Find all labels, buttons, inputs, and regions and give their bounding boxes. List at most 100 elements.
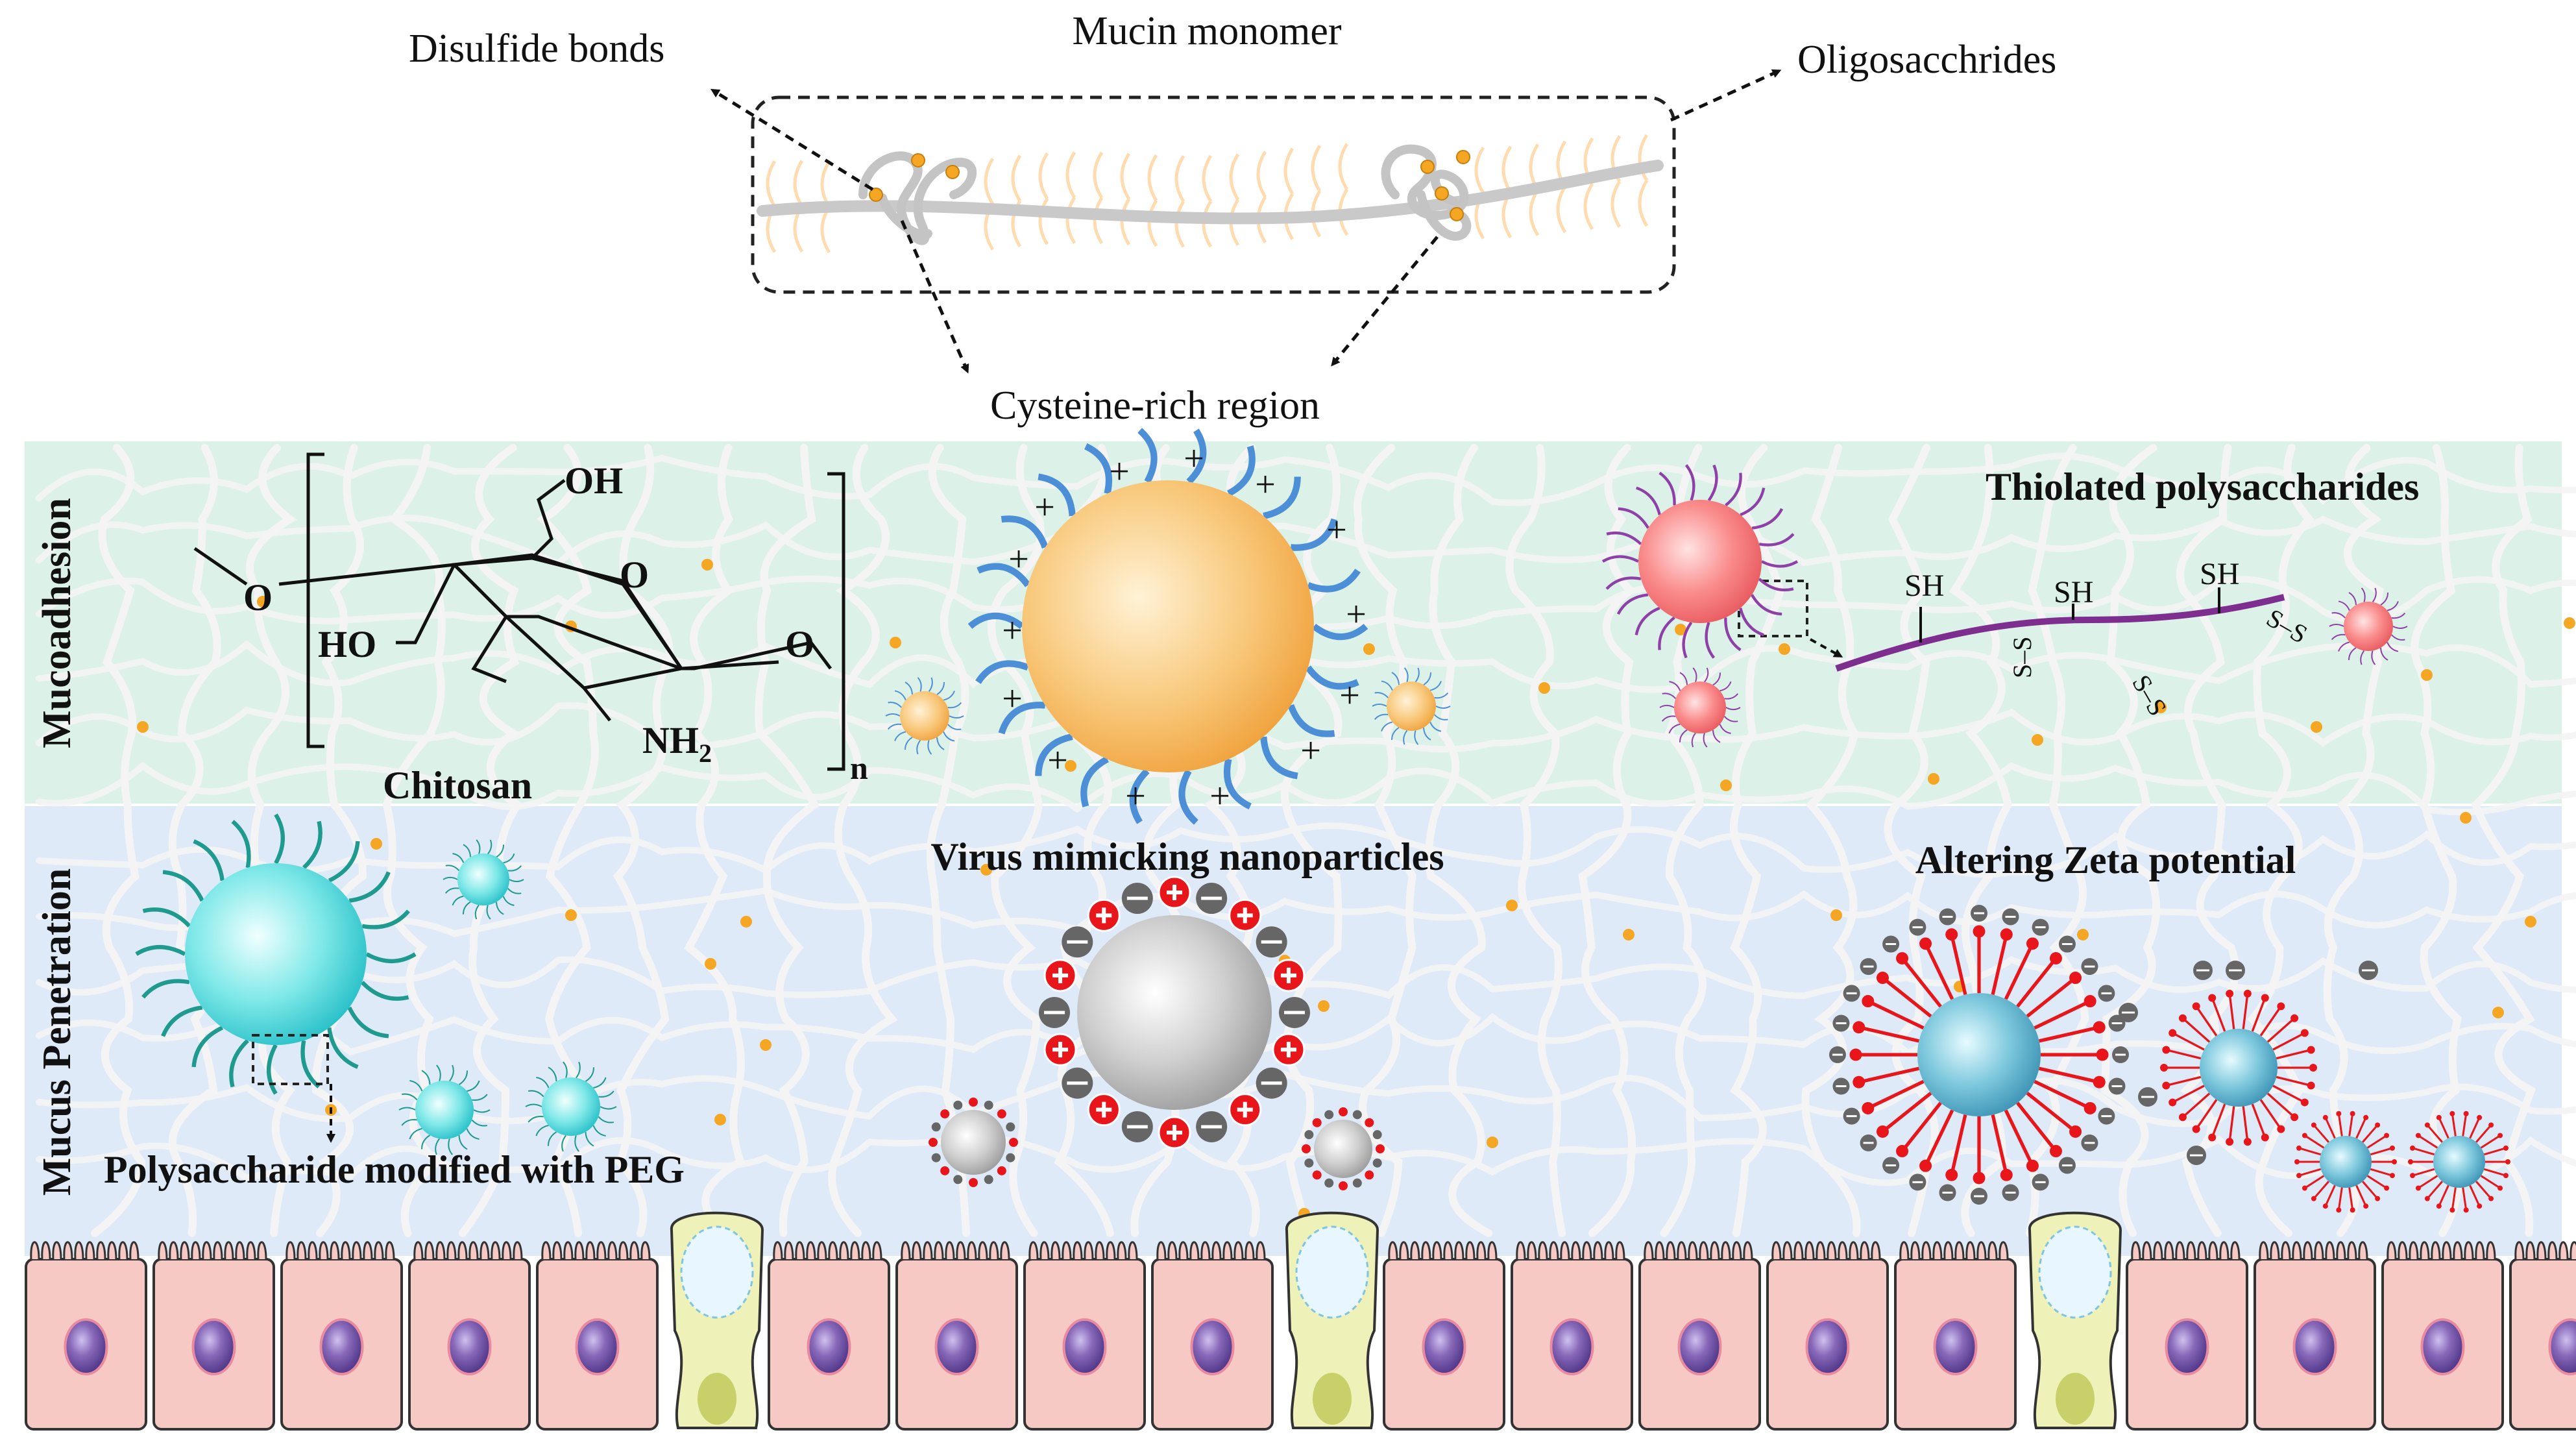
particle-core (1674, 682, 1726, 733)
nucleus (1551, 1320, 1593, 1374)
negative-charge (984, 1101, 993, 1110)
positive-charge (1919, 1160, 1932, 1172)
peg-title: Polysaccharide modified with PEG (104, 1148, 685, 1191)
positive-charge-sign: + (1125, 776, 1146, 817)
oligo-chain (1476, 147, 1483, 193)
crosslink-node (1779, 643, 1790, 655)
positive-charge (2363, 1203, 2368, 1209)
positive-charge (2464, 1207, 2469, 1212)
small-virus-particle (1302, 1107, 1385, 1190)
positive-charge (2350, 1207, 2355, 1212)
positive-charge (2026, 937, 2039, 950)
positive-charge (1896, 952, 1908, 965)
particle-core (1314, 1120, 1372, 1178)
nucleus (1807, 1320, 1849, 1374)
positive-charge (2226, 1138, 2233, 1146)
crosslink-node (1506, 900, 1518, 911)
positive-charge (2296, 1173, 2302, 1178)
positive-charge (1973, 1172, 1986, 1185)
positive-charge (2160, 1064, 2168, 1072)
crosslink-node (1487, 1137, 1498, 1148)
goblet-cell (672, 1213, 762, 1428)
negative-charge (1324, 1179, 1333, 1188)
nucleus (808, 1320, 850, 1374)
particle-core (2433, 1136, 2485, 1188)
oligo-chain (1585, 184, 1592, 229)
arrow-oligosaccharides (1671, 71, 1778, 120)
oligo-chain (1067, 152, 1075, 197)
positive-charge (1877, 972, 1889, 984)
epithelial-cell (1384, 1242, 1504, 1429)
positive-charge (2416, 1186, 2421, 1191)
positive-charge (2375, 1122, 2380, 1127)
disulfide-dot (946, 166, 959, 178)
positive-charge (929, 1138, 938, 1147)
negative-charge (1006, 1153, 1015, 1162)
positive-charge (2244, 1138, 2252, 1146)
virus-mimic-title: Virus mimicking nanoparticles (930, 835, 1444, 878)
crosslink-node (1928, 773, 1939, 785)
crosslink-node (1538, 682, 1550, 694)
small-virus-particle (929, 1098, 1018, 1187)
positive-charge (2408, 1159, 2413, 1164)
positive-charge (2000, 928, 2013, 940)
arrow-cysteine-right (1333, 237, 1437, 363)
positive-charge (2505, 1159, 2510, 1164)
positive-charge (2425, 1196, 2430, 1201)
positive-charge (2084, 995, 2096, 1007)
chitosan-o-left: O (243, 576, 273, 619)
positive-charge (2226, 990, 2233, 998)
positive-charge-sign: + (1209, 776, 1230, 817)
nucleus (1192, 1320, 1233, 1374)
positive-charge-sign: + (1109, 452, 1130, 492)
crosslink-node (137, 721, 149, 733)
positive-charge (2363, 1115, 2368, 1120)
nucleus (1424, 1320, 1465, 1374)
positive-charge (2290, 1113, 2298, 1121)
oligo-chain (1067, 197, 1075, 243)
negative-charge (1353, 1110, 1362, 1119)
epithelial-cell (26, 1242, 146, 1429)
oligo-chain (1122, 199, 1129, 245)
positive-charge (2302, 1186, 2307, 1191)
particle-core (415, 1081, 474, 1139)
crosslink-node (2492, 1007, 2504, 1018)
positive-charge (1365, 1118, 1374, 1127)
arrow-cysteine-left (902, 221, 967, 370)
positive-charge (2261, 1134, 2269, 1142)
crosslink-node (371, 838, 382, 850)
positive-charge (2390, 1146, 2395, 1151)
epithelial-cell (409, 1242, 529, 1429)
epithelial-cell (897, 1242, 1017, 1429)
epithelial-cell (769, 1242, 889, 1429)
crosslink-node (1623, 929, 1634, 940)
positive-charge (1302, 1144, 1311, 1153)
positive-charge (2390, 1173, 2395, 1178)
positive-charge (2307, 1046, 2315, 1053)
positive-charge (1850, 1049, 1862, 1061)
positive-charge (2169, 1029, 2176, 1037)
positive-charge (2464, 1111, 2469, 1116)
positive-charge-sign: + (1346, 595, 1367, 635)
positive-charge-sign: + (1184, 439, 1204, 479)
nucleus (1935, 1320, 1976, 1374)
epithelial-cell (282, 1242, 402, 1429)
negative-charge (1304, 1130, 1313, 1139)
oligo-chain (768, 161, 775, 206)
positive-charge (2503, 1173, 2509, 1178)
disulfide-dot (1435, 187, 1448, 200)
goblet-cell (1287, 1213, 1378, 1428)
oligo-chain (1095, 198, 1102, 243)
positive-charge (2026, 1160, 2039, 1172)
epithelial-cell (2510, 1242, 2576, 1429)
chitosan-o-right: O (785, 623, 814, 665)
positive-charge (1877, 1125, 1889, 1138)
positive-charge (2488, 1196, 2494, 1201)
positive-charge (2323, 1115, 2328, 1120)
negative-charge (1304, 1159, 1313, 1168)
positive-charge (2449, 1111, 2455, 1116)
oligo-chain (1313, 145, 1320, 191)
positive-charge (1862, 1102, 1874, 1114)
